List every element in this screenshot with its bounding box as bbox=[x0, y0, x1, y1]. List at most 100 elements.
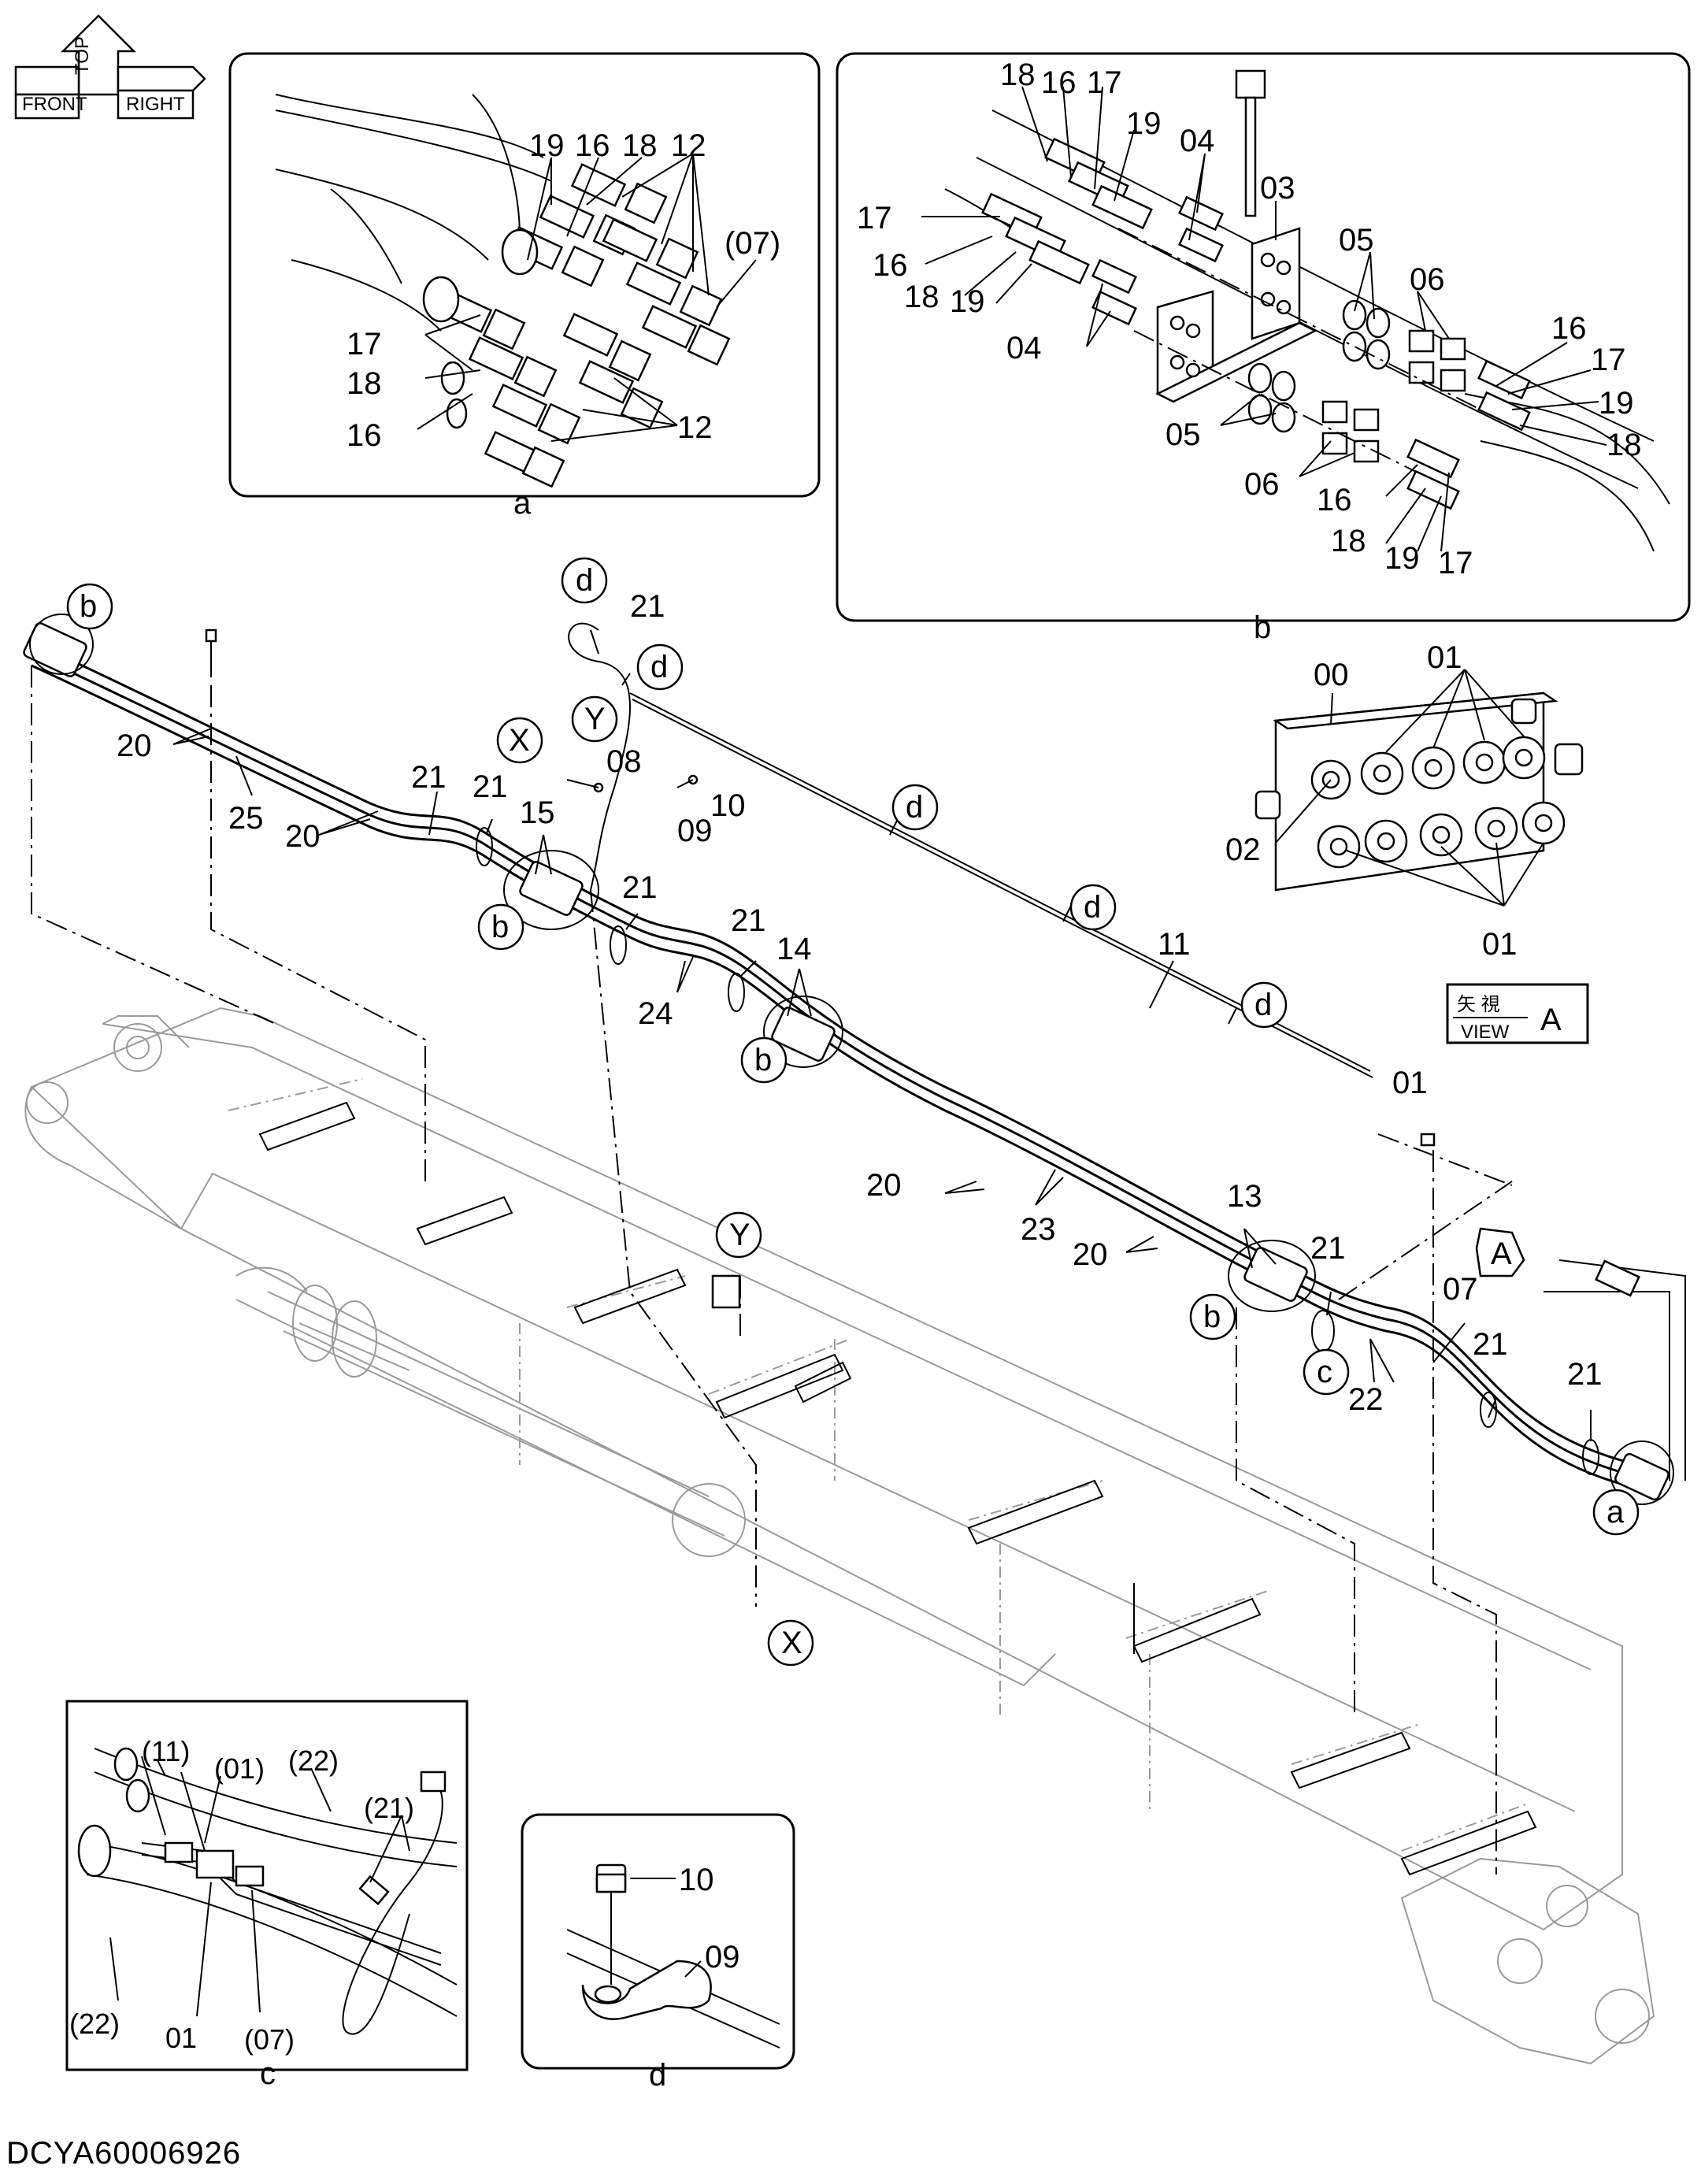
panel-a-label-17: 17 bbox=[346, 327, 382, 362]
panel-c-label-11: (11) bbox=[142, 1735, 190, 1767]
panel-c-label-22-bottom: (22) bbox=[69, 2008, 120, 2040]
label-14: 14 bbox=[776, 932, 812, 966]
orient-front-label: FRONT bbox=[22, 94, 87, 115]
callout-a-1: a bbox=[1606, 1495, 1625, 1530]
panel-b-top-16: 16 bbox=[1041, 65, 1077, 100]
callout-c-1: c bbox=[1317, 1355, 1332, 1389]
panel-c-label-21: (21) bbox=[364, 1792, 414, 1824]
label-20-a: 20 bbox=[117, 729, 152, 763]
panel-b-bottom-05: 05 bbox=[1166, 417, 1201, 452]
label-20-b: 20 bbox=[285, 819, 321, 854]
panel-b-bottom-19: 19 bbox=[1384, 541, 1420, 576]
callout-d-2: d bbox=[650, 650, 668, 684]
detail-panel-a: 19 16 18 12 (07) 17 18 16 12 a bbox=[228, 52, 821, 521]
label-01-main: 01 bbox=[1392, 1066, 1428, 1100]
label-13: 13 bbox=[1227, 1179, 1262, 1214]
label-20-d: 20 bbox=[1073, 1237, 1108, 1272]
view-a-label-00: 00 bbox=[1314, 658, 1349, 692]
label-09: 09 bbox=[677, 814, 713, 848]
view-legend-view: VIEW bbox=[1461, 1022, 1510, 1043]
callout-x-2: X bbox=[781, 1626, 802, 1660]
label-21-e: 21 bbox=[731, 903, 766, 938]
panel-b-bottom-17: 17 bbox=[1438, 546, 1473, 580]
label-21-a: 21 bbox=[630, 589, 665, 624]
view-a-label-01-top: 01 bbox=[1427, 640, 1462, 675]
label-07-main: 07 bbox=[1443, 1272, 1478, 1307]
callout-x-1: X bbox=[509, 723, 530, 758]
label-23: 23 bbox=[1021, 1212, 1056, 1247]
callout-y-2: Y bbox=[729, 1218, 750, 1252]
detail-panel-d: 10 09 d bbox=[521, 1813, 795, 2093]
panel-a-label-12-top: 12 bbox=[671, 128, 706, 163]
view-a-block: 00 01 02 01 bbox=[1225, 640, 1584, 962]
label-08: 08 bbox=[606, 744, 642, 779]
panel-b-right-19: 19 bbox=[1599, 386, 1634, 421]
label-11: 11 bbox=[1158, 927, 1191, 962]
callout-b-2: b bbox=[491, 910, 509, 944]
label-21-b: 21 bbox=[411, 760, 447, 795]
label-21-h: 21 bbox=[1567, 1357, 1603, 1392]
orient-right-label: RIGHT bbox=[126, 94, 185, 115]
panel-b-bottom-06: 06 bbox=[1244, 467, 1280, 502]
panel-c-label-01-bottom: 01 bbox=[165, 2022, 197, 2054]
panel-b-left-18: 18 bbox=[904, 280, 939, 314]
panel-b-top-18: 18 bbox=[1000, 57, 1036, 92]
panel-a-label-16-left: 16 bbox=[346, 418, 382, 453]
panel-c-label-22-top: (22) bbox=[288, 1745, 339, 1777]
panel-a-caption: a bbox=[513, 486, 532, 521]
panel-b-right-06: 06 bbox=[1410, 262, 1445, 297]
callout-d-5: d bbox=[1254, 988, 1272, 1022]
main-labels: b 20 25 20 d 21 d Y X 08 10 09 21 21 15 … bbox=[80, 563, 1625, 1660]
panel-a-label-18: 18 bbox=[622, 128, 658, 163]
panel-d-label-10: 10 bbox=[679, 1863, 714, 1897]
panel-b-left-19: 19 bbox=[950, 284, 985, 319]
panel-b-bottom-16: 16 bbox=[1317, 483, 1352, 517]
view-a-label-01-bottom: 01 bbox=[1482, 927, 1518, 962]
panel-a-label-16: 16 bbox=[575, 128, 610, 163]
panel-b-top-17: 17 bbox=[1087, 65, 1122, 100]
boom-clamps bbox=[258, 1101, 1537, 1876]
panel-b-right-18: 18 bbox=[1606, 428, 1642, 462]
view-legend-letter: A bbox=[1540, 1003, 1562, 1037]
orientation-icon: TOP FRONT RIGHT bbox=[14, 14, 206, 120]
label-10: 10 bbox=[710, 788, 746, 823]
view-legend-kanji: 矢 視 bbox=[1457, 994, 1500, 1015]
panel-b-03: 03 bbox=[1260, 171, 1295, 206]
panel-a-label-07: (07) bbox=[724, 226, 780, 261]
panel-b-caption: b bbox=[1254, 610, 1271, 645]
drawing-code: DCYA60006926 bbox=[6, 2136, 242, 2171]
panel-a-label-19: 19 bbox=[529, 128, 565, 163]
label-21-f: 21 bbox=[1310, 1231, 1346, 1266]
view-a-legend: 矢 視 VIEW A bbox=[1446, 983, 1589, 1044]
callout-circles bbox=[66, 557, 1640, 1667]
panel-c-caption: c bbox=[260, 2056, 276, 2091]
detail-panel-c: (11) (01) (22) (21) (22) 01 (07) c bbox=[65, 1700, 469, 2091]
label-15: 15 bbox=[520, 795, 555, 830]
panel-b-right-16: 16 bbox=[1551, 311, 1587, 346]
panel-a-label-18-left: 18 bbox=[346, 366, 382, 401]
view-a-label-02: 02 bbox=[1225, 832, 1261, 867]
callout-y-1: Y bbox=[584, 702, 606, 736]
panel-a-label-12-bottom: 12 bbox=[677, 410, 713, 445]
panel-d-caption: d bbox=[649, 2058, 666, 2093]
callout-d-4: d bbox=[1084, 890, 1101, 925]
label-21-d: 21 bbox=[622, 870, 658, 905]
label-24: 24 bbox=[638, 996, 673, 1031]
orient-top-label: TOP bbox=[72, 36, 93, 75]
label-20-c: 20 bbox=[866, 1168, 902, 1203]
label-21-c: 21 bbox=[472, 769, 508, 804]
callout-view-a: A bbox=[1491, 1237, 1512, 1271]
hose-assembly bbox=[23, 614, 1686, 1874]
callout-b-3: b bbox=[754, 1043, 772, 1077]
panel-c-label-01-top: (01) bbox=[214, 1752, 265, 1785]
label-21-g: 21 bbox=[1473, 1327, 1508, 1362]
label-22: 22 bbox=[1348, 1382, 1384, 1417]
panel-b-top-19: 19 bbox=[1126, 106, 1162, 141]
panel-b-left-16: 16 bbox=[873, 248, 908, 283]
callout-d-3: d bbox=[906, 790, 923, 825]
callout-d-1: d bbox=[576, 563, 593, 598]
panel-b-left-17: 17 bbox=[857, 201, 892, 235]
boom-outline bbox=[24, 1007, 1655, 2065]
panel-c-label-07: (07) bbox=[244, 2023, 295, 2056]
